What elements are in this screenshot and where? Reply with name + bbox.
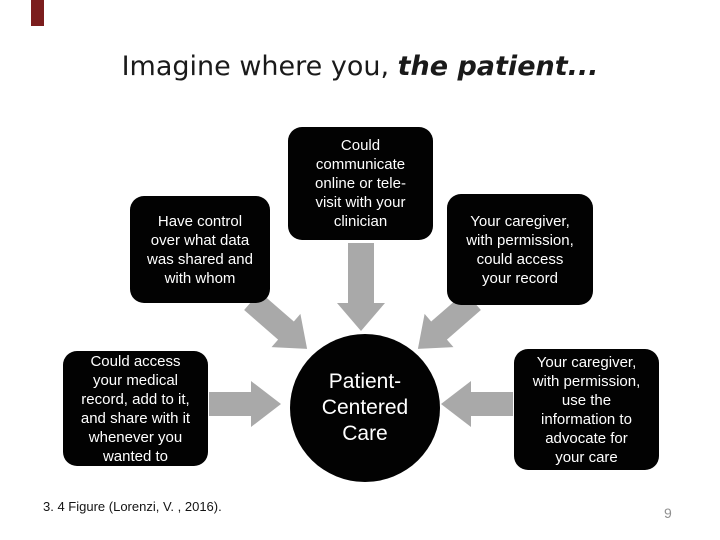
slide-title: Imagine where you, the patient... [0, 51, 720, 83]
node-upper-left-label: Have control over what data was shared a… [147, 212, 253, 287]
slide-title-emphasis: the patient... [397, 51, 599, 82]
slide-title-regular: Imagine where you, [121, 51, 398, 82]
node-lower-left-label: Could access your medical record, add to… [80, 352, 191, 465]
node-lower-left: Could access your medical record, add to… [63, 351, 208, 466]
corner-ribbon [31, 0, 44, 26]
node-top: Could communicate online or tele- visit … [288, 127, 433, 240]
page-number: 9 [664, 505, 672, 521]
arrow-right-icon [209, 381, 281, 427]
node-center-circle: Patient- Centered Care [290, 334, 440, 482]
node-top-label: Could communicate online or tele- visit … [315, 137, 406, 230]
node-lower-right: Your caregiver, with permission, use the… [514, 349, 659, 470]
node-center-label: Patient- Centered Care [321, 370, 409, 445]
arrow-left-icon [441, 381, 513, 427]
node-upper-right-label: Your caregiver, with permission, could a… [466, 212, 574, 287]
node-upper-right: Your caregiver, with permission, could a… [447, 194, 593, 305]
arrow-down-icon [337, 243, 385, 331]
figure-citation: 3. 4 Figure (Lorenzi, V. , 2016). [43, 499, 222, 514]
node-lower-right-label: Your caregiver, with permission, use the… [532, 353, 641, 466]
node-upper-left: Have control over what data was shared a… [130, 196, 270, 303]
